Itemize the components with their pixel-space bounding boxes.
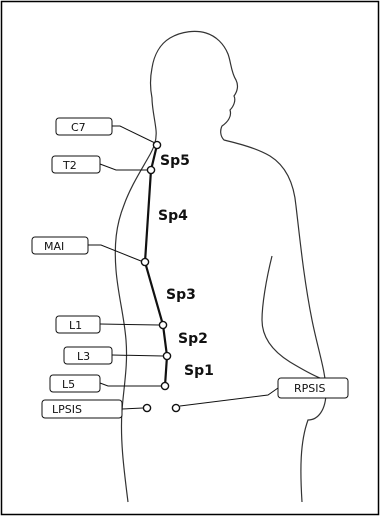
segment-sp5: Sp5 [160,153,190,169]
point-t2 [147,166,154,173]
segment-sp2: Sp2 [178,331,208,347]
label-l3: L3 [77,350,90,363]
point-l1 [159,321,166,328]
point-l3 [163,352,170,359]
label-lpsis: LPSIS [52,403,82,416]
label-t2: T2 [62,159,77,172]
point-rpsis [172,404,179,411]
label-l5: L5 [62,378,75,391]
label-c7: C7 [71,121,86,134]
segment-sp1: Sp1 [184,363,214,379]
segment-sp3: Sp3 [166,287,196,303]
point-mai [141,258,148,265]
point-l5 [161,382,168,389]
label-mai: MAI [44,240,64,253]
label-rpsis: RPSIS [294,382,326,395]
point-lpsis [143,404,150,411]
segment-sp4: Sp4 [158,208,188,224]
label-l1: L1 [69,319,82,332]
